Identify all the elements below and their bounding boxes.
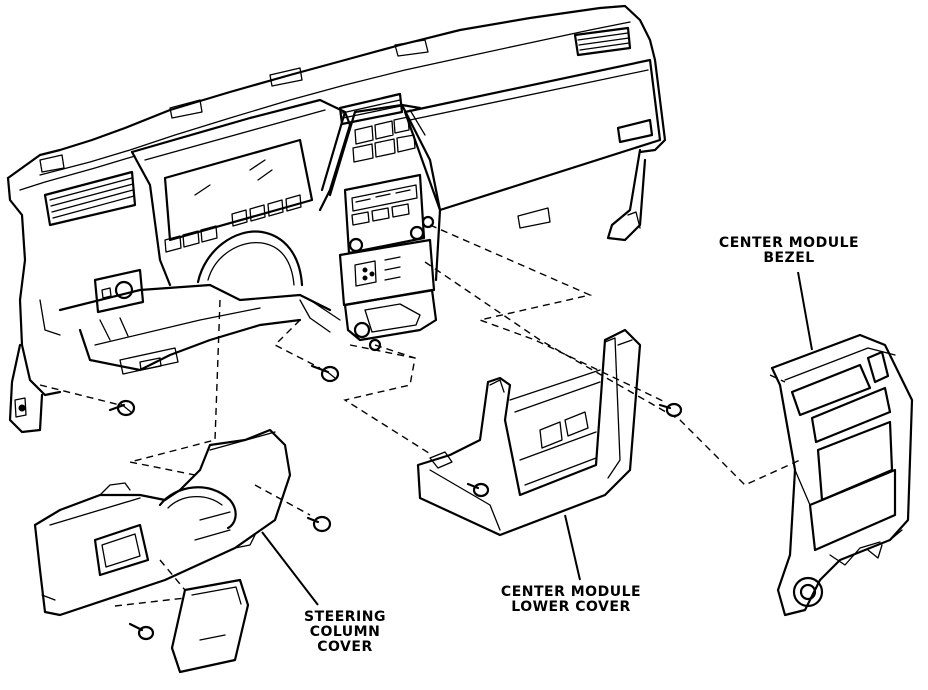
label-center-module-lower-cover: CENTER MODULE LOWER COVER <box>498 585 644 615</box>
label-steer-line3: COVER <box>317 639 373 655</box>
leader-lines <box>261 271 813 606</box>
screw-right <box>658 402 683 418</box>
explode-lines <box>39 224 801 607</box>
screw-lower-cover <box>466 482 490 498</box>
label-bezel-line1: CENTER MODULE <box>718 235 860 251</box>
instrument-panel <box>6 4 667 434</box>
label-steering-column-cover: STEERING COLUMN COVER <box>300 610 390 655</box>
screw-bottom <box>128 622 155 641</box>
screw-steering <box>306 515 332 533</box>
steering-column-cover <box>33 428 292 674</box>
label-steer-line1: STEERING <box>304 609 386 625</box>
label-lower-line2: LOWER COVER <box>511 599 631 615</box>
label-center-module-bezel: CENTER MODULE BEZEL <box>716 236 862 266</box>
label-lower-line1: CENTER MODULE <box>500 584 642 600</box>
center-module-bezel <box>770 333 914 617</box>
screw-left <box>108 399 136 417</box>
label-bezel-line2: BEZEL <box>763 250 815 266</box>
screw-center-upper <box>310 364 340 383</box>
label-steer-line2: COLUMN <box>309 624 381 640</box>
center-module-lower-cover <box>416 328 642 537</box>
